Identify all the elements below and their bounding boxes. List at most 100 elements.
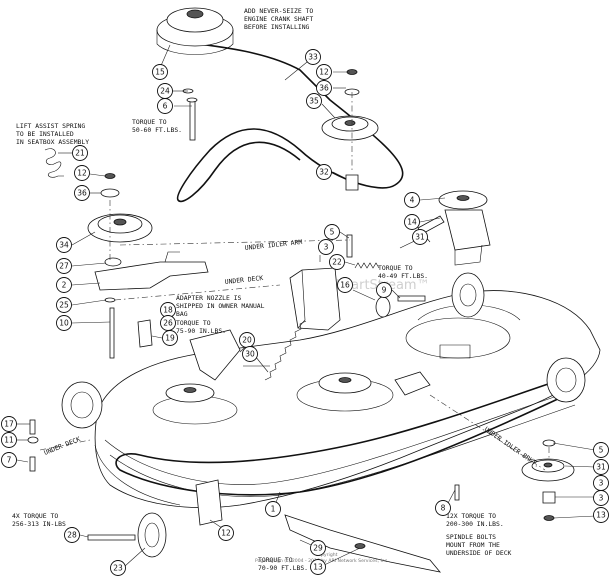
svg-text:28: 28 — [67, 531, 77, 540]
callout-11: 11 — [1, 432, 17, 448]
spring-22 — [354, 262, 380, 269]
callout-25: 25 — [56, 297, 72, 313]
callout-4: 4 — [404, 192, 420, 208]
svg-text:23: 23 — [113, 564, 123, 573]
note-under-idler-arm: UNDER IDLER ARM — [244, 238, 302, 252]
callout-3: 3 — [318, 239, 334, 255]
callout-8: 8 — [435, 500, 451, 516]
callout-30: 30 — [242, 346, 258, 362]
callout-31b: 31 — [593, 459, 609, 475]
idler-pulley-bottom — [521, 458, 575, 482]
idler-pulley-left — [87, 213, 153, 243]
note-adapter-3: BAG — [176, 310, 188, 318]
callout-21: 21 — [72, 145, 88, 161]
note-under-idler-brkt: UNDER IDLER BRKT. — [483, 425, 541, 469]
nut-br — [543, 515, 555, 521]
bolt-5 — [346, 234, 353, 258]
svg-text:22: 22 — [332, 258, 342, 267]
note-never-seize-3: BEFORE INSTALLING — [244, 23, 310, 31]
lift-assist-spring — [44, 148, 64, 178]
svg-text:21: 21 — [75, 149, 85, 158]
pin-17 — [29, 419, 36, 435]
svg-text:36: 36 — [319, 84, 329, 93]
discharge-mount — [394, 371, 431, 396]
svg-text:15: 15 — [155, 68, 165, 77]
front-bracket — [195, 479, 223, 526]
svg-text:16: 16 — [340, 281, 350, 290]
note-torque-256-313-1: 4X TORQUE TO — [12, 512, 58, 520]
svg-text:27: 27 — [59, 262, 69, 271]
pto-clutch — [156, 7, 234, 55]
spindle-right — [438, 190, 491, 266]
note-adapter-2: SHIPPED IN OWNER MANUAL — [176, 302, 265, 310]
callout-18: 18 — [160, 302, 176, 318]
ref-line-deck — [114, 284, 281, 301]
note-never-seize-2: ENGINE CRANK SHAFT — [244, 15, 313, 23]
callout-28: 28 — [64, 527, 80, 543]
note-torque-200-300-1: 12X TORQUE TO — [446, 512, 496, 520]
svg-text:3: 3 — [324, 243, 329, 252]
svg-text:33: 33 — [308, 53, 318, 62]
svg-text:19: 19 — [165, 334, 175, 343]
spindle-left — [165, 383, 215, 403]
bushing-16 — [375, 296, 391, 318]
callout-26: 26 — [160, 315, 176, 331]
note-lift-assist-3: IN SEATBOX ASSEMBLY — [16, 138, 89, 146]
gauge-wheel-front-left — [61, 381, 103, 429]
note-torque-40-49-1: TORQUE TO — [378, 264, 413, 272]
callout-36b: 36 — [74, 185, 90, 201]
callout-12c: 12 — [218, 525, 234, 541]
bearing-br — [542, 439, 556, 447]
note-torque-75-90-2: 75-90 IN.LBS. — [176, 327, 226, 335]
bolt-10 — [109, 307, 115, 359]
svg-text:3: 3 — [599, 479, 604, 488]
note-spindle-bolts-3: UNDERSIDE OF DECK — [446, 549, 512, 557]
bolt-6 — [186, 97, 198, 141]
svg-text:1: 1 — [271, 505, 276, 514]
callout-35: 35 — [306, 93, 322, 109]
svg-text:5: 5 — [599, 446, 604, 455]
bolt-28 — [87, 534, 136, 541]
svg-text:34: 34 — [59, 241, 69, 250]
callout-7: 7 — [1, 452, 17, 468]
bearing-left — [100, 188, 120, 198]
svg-text:18: 18 — [163, 306, 173, 315]
callout-1: 1 — [265, 501, 281, 517]
callout-12b: 12 — [74, 165, 90, 181]
note-torque-50-60-1: TORQUE TO — [132, 118, 167, 126]
deck-bracket — [189, 329, 241, 381]
spacer-br — [542, 491, 556, 504]
callout-6: 6 — [157, 98, 173, 114]
ref-line-brkt — [429, 394, 546, 471]
callout-23: 23 — [110, 560, 126, 576]
svg-text:2: 2 — [62, 281, 67, 290]
callout-19: 19 — [162, 330, 178, 346]
svg-text:35: 35 — [309, 97, 319, 106]
svg-text:11: 11 — [4, 436, 14, 445]
idler-arm — [94, 261, 209, 291]
note-lift-assist-1: LIFT ASSIST SPRING — [16, 122, 85, 130]
svg-text:13: 13 — [596, 511, 606, 520]
note-torque-200-300-2: 200-300 IN.LBS. — [446, 520, 504, 528]
callout-17: 17 — [1, 416, 17, 432]
callout-20: 20 — [239, 332, 255, 348]
washer-25 — [104, 297, 116, 303]
svg-text:17: 17 — [4, 420, 14, 429]
callout-5: 5 — [324, 224, 340, 240]
callout-9: 9 — [376, 282, 392, 298]
callout-2: 2 — [56, 277, 72, 293]
ref-line-idler — [119, 239, 351, 246]
note-torque-40-49-2: 40-49 FT.LBS. — [378, 272, 428, 280]
washer-11 — [27, 436, 39, 444]
callout-13b: 13 — [310, 559, 326, 575]
adapter-nozzle — [137, 319, 153, 348]
spacer-27 — [104, 257, 122, 267]
svg-text:10: 10 — [59, 319, 69, 328]
callout-32: 32 — [316, 164, 332, 180]
note-adapter-1: ADAPTER NOZZLE IS — [176, 294, 242, 302]
callout-27: 27 — [56, 258, 72, 274]
svg-text:7: 7 — [7, 456, 12, 465]
note-under-deck-mid: UNDER DECK — [224, 274, 263, 286]
note-never-seize-1: ADD NEVER-SEIZE TO — [244, 7, 313, 15]
